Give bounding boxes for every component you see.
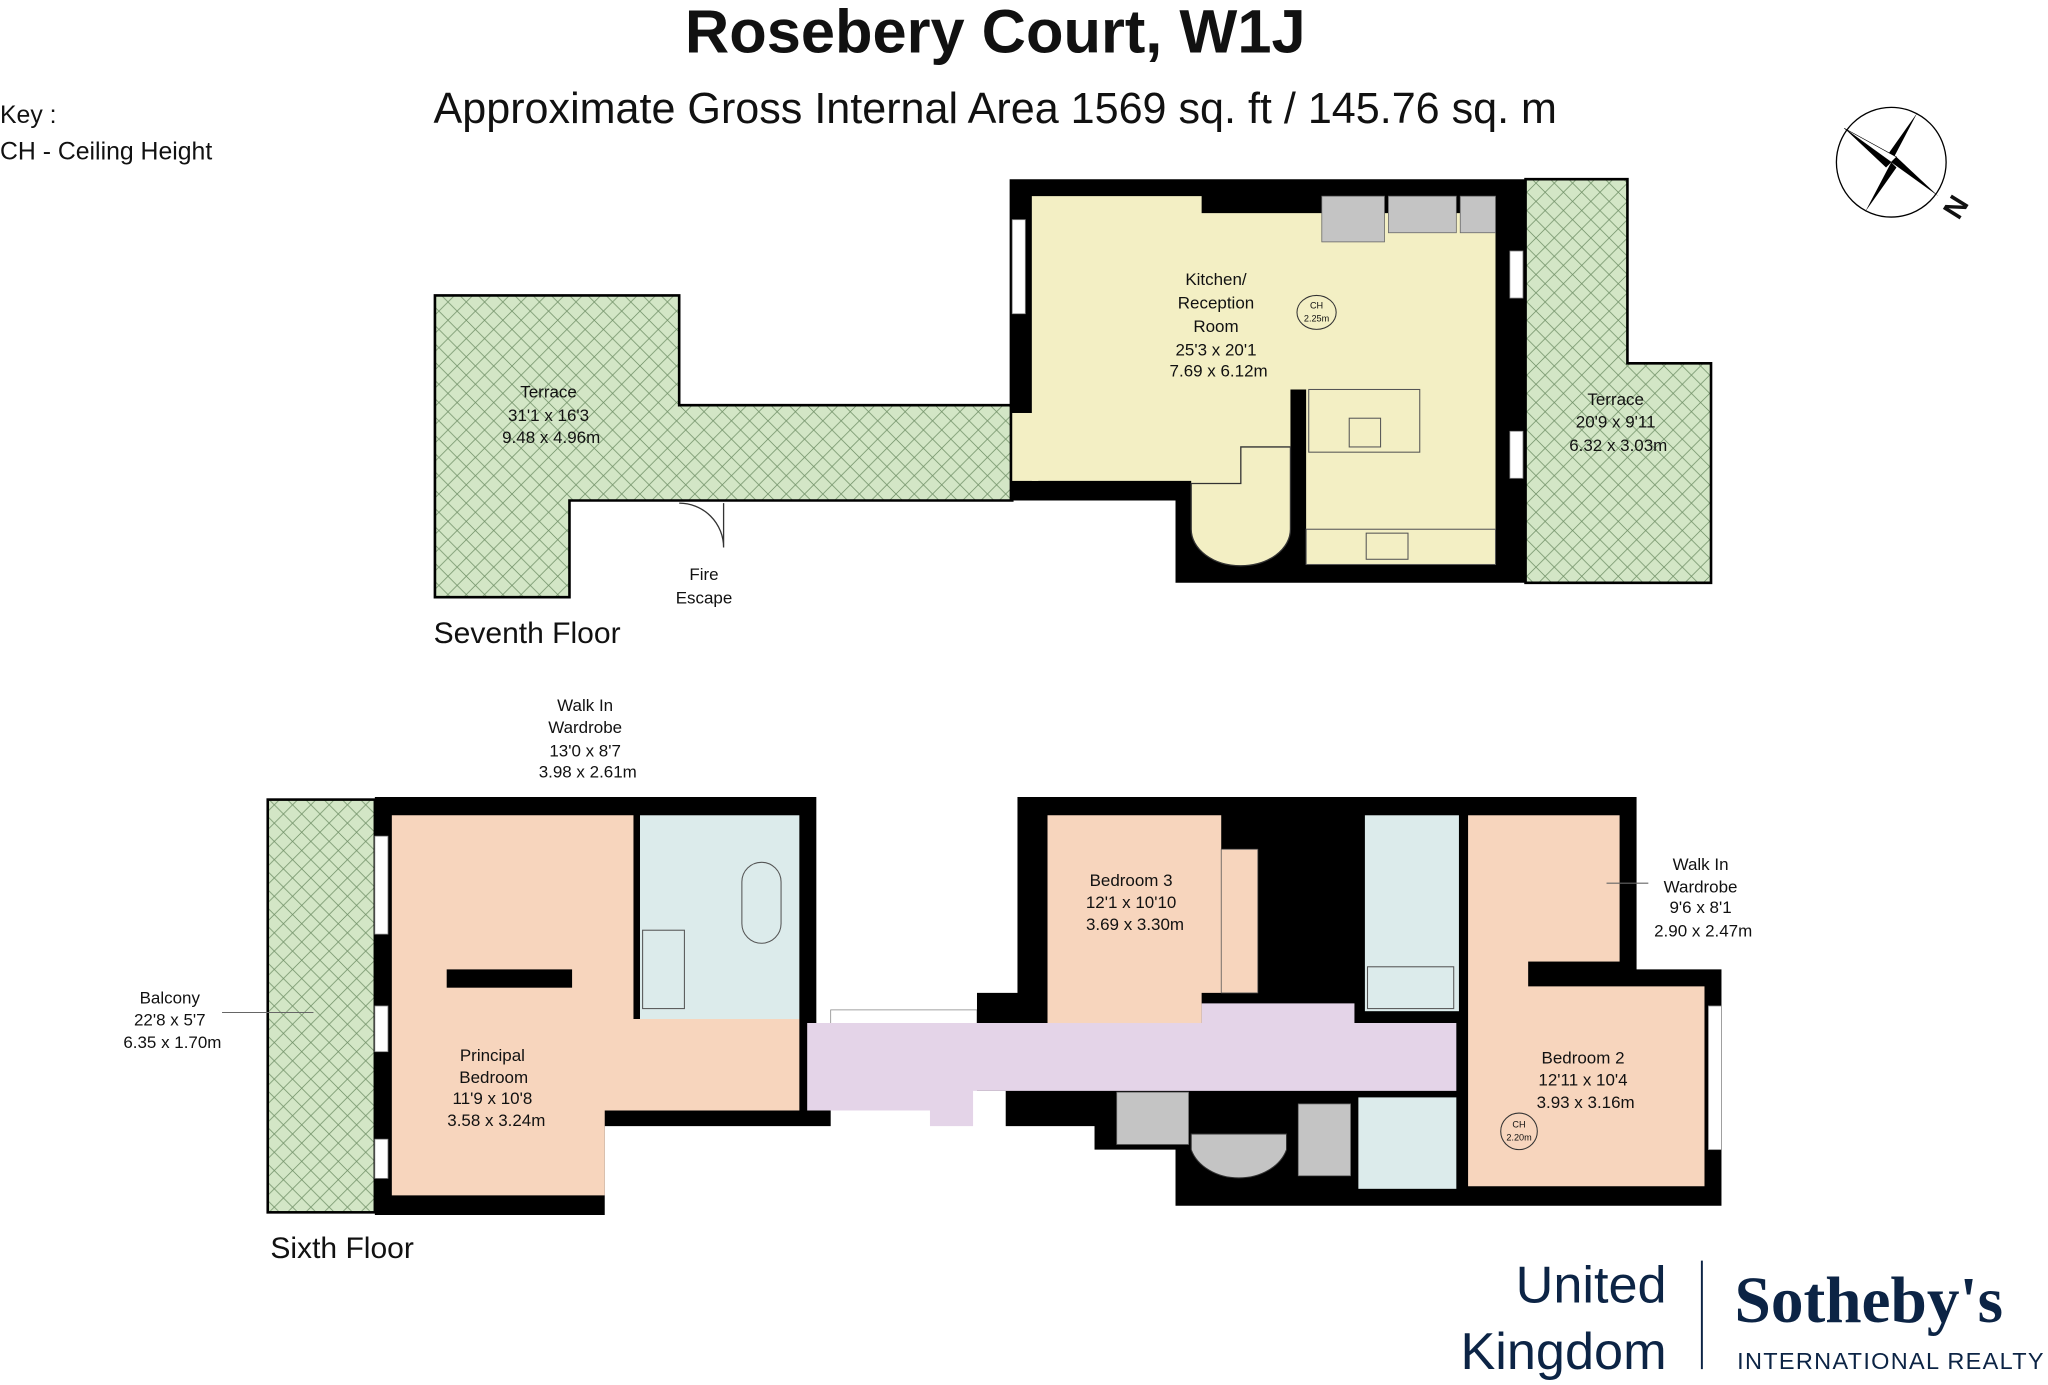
room-label-line: Principal [460, 1046, 525, 1065]
room-label-line: Reception [1178, 294, 1254, 313]
area-subtitle: Approximate Gross Internal Area 1569 sq.… [434, 85, 1557, 133]
terrace-right-label: Terrace 20'9 x 9'11 6.32 x 3.03m [1569, 390, 1667, 455]
room-label-line: 6.32 x 3.03m [1569, 436, 1667, 455]
room-label-line: 11'9 x 10'8 [453, 1089, 533, 1108]
key-label: Key : [0, 102, 57, 129]
room-label-line: Walk In [557, 696, 613, 715]
room-label-line: 22'8 x 5'7 [134, 1011, 206, 1030]
room-label-line: Walk In [1673, 855, 1729, 874]
room-label-line: 25'3 x 20'1 [1175, 341, 1256, 360]
room-label-line: 13'0 x 8'7 [549, 742, 621, 761]
room-label-line: 3.98 x 2.61m [539, 762, 637, 781]
room-label-line: Fire [689, 565, 718, 584]
room-label-line: Bedroom 3 [1090, 871, 1173, 890]
room-label-line: Escape [676, 589, 733, 608]
room-label-line: 6.35 x 1.70m [123, 1033, 221, 1052]
bedroom-3 [1047, 815, 1258, 1023]
room-label-line: 3.58 x 3.24m [447, 1111, 545, 1130]
room-label-line: Terrace [520, 382, 577, 401]
page-title: Rosebery Court, W1J [685, 0, 1306, 66]
principal-bedroom-label: Principal Bedroom 11'9 x 10'8 3.58 x 3.2… [447, 1046, 545, 1130]
sixth-floor-title: Sixth Floor [270, 1232, 414, 1265]
ceiling-height-badge-2: CH 2.20m [1500, 1112, 1538, 1151]
terrace-right [1524, 177, 1713, 585]
shower-room [1364, 815, 1459, 1012]
compass-icon: N [1835, 106, 1976, 225]
room-label-line: 20'9 x 9'11 [1576, 412, 1656, 431]
seventh-floor-title: Seventh Floor [434, 617, 621, 650]
bedroom-3-wardrobes [1220, 848, 1259, 994]
room-label-line: 9.48 x 4.96m [502, 428, 600, 447]
room-label-line: Wardrobe [548, 718, 622, 737]
room-label-line: 31'1 x 16'3 [508, 406, 589, 425]
hallway [807, 1003, 1457, 1127]
key-ceiling-height: CH - Ceiling Height [0, 139, 212, 166]
room-label-line: 2.90 x 2.47m [1654, 922, 1752, 941]
room-label-line: Room [1193, 317, 1238, 336]
fire-escape-label: Fire Escape [676, 565, 733, 608]
room-label-line: 12'11 x 10'4 [1538, 1071, 1627, 1090]
bedroom-2 [1468, 961, 1705, 1187]
seventh-floor-plan: Kitchen/ Reception Room 25'3 x 20'1 7.69… [434, 177, 1713, 650]
sothebys-logo: United Kingdom Sotheby's INTERNATIONAL R… [1460, 1256, 2045, 1381]
room-label-line: CH [1310, 301, 1323, 311]
room-label-line: Wardrobe [1664, 877, 1738, 896]
room-label-line: Sotheby's [1735, 1265, 2004, 1337]
room-label-line: Bedroom [459, 1068, 528, 1087]
bedroom-2-label: Bedroom 2 12'11 x 10'4 3.93 x 3.16m [1537, 1048, 1635, 1111]
walk-in-wardrobe-2 [1468, 815, 1620, 962]
room-label-line: INTERNATIONAL REALTY [1737, 1348, 2045, 1374]
bedroom-3-label: Bedroom 3 12'1 x 10'10 3.69 x 3.30m [1086, 871, 1184, 934]
room-label-line: 7.69 x 6.12m [1170, 361, 1268, 380]
room-label-line: 2.20m [1506, 1133, 1531, 1143]
sixth-floor-plan: Walk In Wardrobe 13'0 x 8'7 3.98 x 2.61m… [123, 696, 1752, 1265]
kitchen-reception-room [1031, 196, 1496, 565]
room-label-line: Kitchen/ [1185, 270, 1247, 289]
walk-in-wardrobe-1-label: Walk In Wardrobe 13'0 x 8'7 3.98 x 2.61m [539, 696, 637, 782]
principal-bedroom [391, 815, 800, 1196]
room-label-line: Bedroom 2 [1542, 1048, 1625, 1067]
room-label-line: 9'6 x 8'1 [1669, 898, 1731, 917]
balcony-label: Balcony 22'8 x 5'7 6.35 x 1.70m [123, 988, 221, 1051]
room-label-line: Kingdom [1460, 1323, 1666, 1381]
balcony [266, 798, 377, 1214]
room-label-line: United [1516, 1256, 1667, 1314]
room-label-line: Terrace [1587, 390, 1644, 409]
room-label-line: CH [1512, 1119, 1525, 1129]
walk-in-wardrobe-2-label: Walk In Wardrobe 9'6 x 8'1 2.90 x 2.47m [1654, 855, 1752, 941]
kitchen-label: Kitchen/ Reception Room 25'3 x 20'1 7.69… [1170, 270, 1268, 380]
cloakroom [1358, 1097, 1457, 1189]
room-label-line: 12'1 x 10'10 [1086, 893, 1176, 912]
terrace-left-label: Terrace 31'1 x 16'3 9.48 x 4.96m [502, 382, 600, 447]
room-label-line: 3.93 x 3.16m [1537, 1093, 1635, 1112]
principal-ensuite [640, 815, 800, 1020]
room-label-line: Balcony [140, 988, 201, 1007]
ceiling-height-badge: CH 2.25m [1296, 294, 1337, 330]
north-label: N [1937, 190, 1975, 225]
room-label-line: 3.69 x 3.30m [1086, 915, 1184, 934]
room-label-line: 2.25m [1304, 314, 1329, 324]
